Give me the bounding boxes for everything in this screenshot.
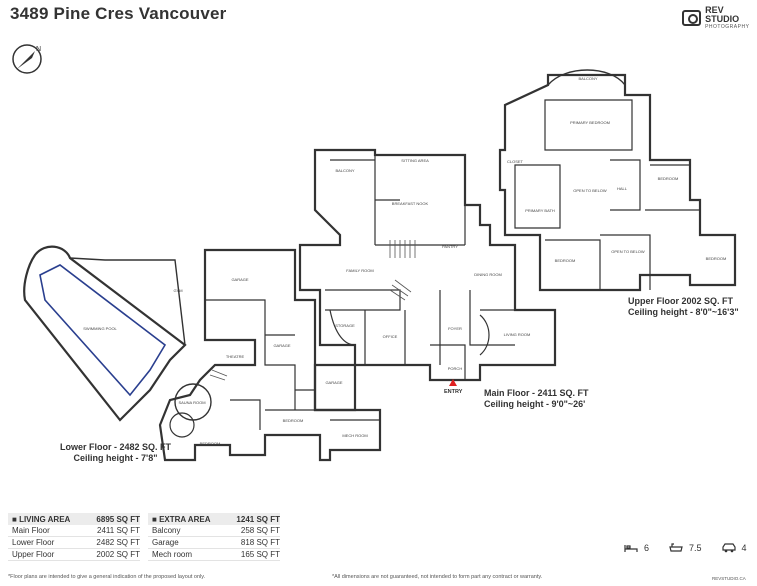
room-garage-lower: GARAGE: [231, 277, 248, 282]
room-gym: GYM: [173, 288, 182, 293]
lower-floor-area: Lower Floor - 2482 SQ. FT: [60, 442, 172, 452]
logo-tagline: PHOTOGRAPHY: [705, 24, 750, 30]
lower-floor-ceiling: Ceiling height - 7'8": [73, 453, 158, 463]
room-bedroom-upper-2: BEDROOM: [555, 258, 576, 263]
room-breakfast-nook: BREAKFAST NOOK: [392, 201, 429, 206]
living-area-title: ■ LIVING AREA: [12, 514, 71, 524]
brand-logo: REV STUDIO PHOTOGRAPHY: [682, 6, 757, 30]
extra-area-title: ■ EXTRA AREA: [152, 514, 211, 524]
logo-name: REV STUDIO: [705, 5, 740, 24]
main-floor-outline: [298, 148, 557, 382]
room-closet-upper: CLOSET: [507, 159, 524, 164]
living-area-header: ■ LIVING AREA 6895 SQ FT: [8, 513, 140, 525]
room-mech-room: MECH ROOM: [342, 433, 367, 438]
room-hall-upper: HALL: [617, 186, 628, 191]
room-open-to-below-2: OPEN TO BELOW: [611, 249, 645, 254]
floor-plan: BALCONY PRIMARY BEDROOM OPEN TO BELOW PR…: [23, 69, 737, 462]
page-title: 3489 Pine Cres Vancouver: [10, 4, 227, 23]
room-garage-main: GARAGE: [325, 380, 342, 385]
room-pantry: PANTRY: [442, 244, 458, 249]
car-icon: [721, 543, 736, 553]
svg-text:N: N: [36, 46, 41, 53]
room-bedroom-lower-2: BEDROOM: [200, 441, 221, 446]
main-floor-label: Main Floor - 2411 SQ. FT Ceiling height …: [484, 388, 589, 410]
camera-icon: [682, 10, 702, 26]
footnote-left: *Floor plans are intended to give a gene…: [8, 574, 206, 580]
room-balcony-top: BALCONY: [578, 76, 597, 81]
bathroom-count: 7.5: [689, 543, 702, 553]
extra-area-total: 1241 SQ FT: [236, 514, 280, 524]
room-primary-bedroom: PRIMARY BEDROOM: [570, 120, 610, 125]
room-office: OFFICE: [383, 334, 398, 339]
footnote-right: *All dimensions are not guaranteed, not …: [332, 574, 543, 580]
room-bedroom-lower: BEDROOM: [283, 418, 304, 423]
footnote-credit: REVSTUDIO.CA: [712, 576, 746, 581]
lower-floor-outline: [158, 248, 382, 462]
living-area-total: 6895 SQ FT: [96, 514, 140, 524]
room-porch: PORCH: [448, 366, 463, 371]
room-balcony-main: BALCONY: [335, 168, 354, 173]
room-swimming-pool: SWIMMING POOL: [83, 326, 117, 331]
upper-floor-label: Upper Floor 2002 SQ. FT Ceiling height -…: [628, 296, 739, 318]
room-open-to-below-upper: OPEN TO BELOW: [573, 188, 607, 193]
upper-floor-ceiling: Ceiling height - 8'0"~16'3": [628, 307, 739, 317]
room-theatre: THEATRE: [226, 354, 245, 359]
parking-count: 4: [741, 543, 747, 553]
room-primary-bath: PRIMARY BATH: [525, 208, 555, 213]
room-bedroom-upper-3: BEDROOM: [706, 256, 727, 261]
upper-floor-area: Upper Floor 2002 SQ. FT: [628, 296, 734, 306]
main-floor-ceiling: Ceiling height - 9'0"~26': [484, 399, 586, 409]
property-stats: 6 7.5 4: [624, 543, 747, 553]
lower-floor-label: Lower Floor - 2482 SQ. FT Ceiling height…: [60, 442, 171, 464]
room-sauna-room: SAUNA ROOM: [178, 400, 205, 405]
room-sitting-area: SITTING AREA: [401, 158, 429, 163]
extra-area-header: ■ EXTRA AREA 1241 SQ FT: [148, 513, 280, 525]
room-living-room: LIVING ROOM: [504, 332, 531, 337]
room-storage: STORAGE: [335, 323, 355, 328]
room-dining-room: DINING ROOM: [474, 272, 502, 277]
room-foyer: FOYER: [448, 326, 462, 331]
room-family-room: FAMILY ROOM: [346, 268, 373, 273]
main-floor-area: Main Floor - 2411 SQ. FT: [484, 388, 589, 398]
entry-arrow-icon: [449, 379, 457, 386]
bathtub-icon: [669, 543, 683, 552]
bed-icon: [624, 545, 638, 552]
room-garage-lower-2: GARAGE: [273, 343, 290, 348]
compass-icon: N: [12, 44, 42, 74]
upper-floor-outline: [498, 73, 737, 292]
room-bedroom-upper-1: BEDROOM: [658, 176, 679, 181]
bedroom-count: 6: [644, 543, 650, 553]
entry-label: ENTRY: [444, 389, 463, 395]
